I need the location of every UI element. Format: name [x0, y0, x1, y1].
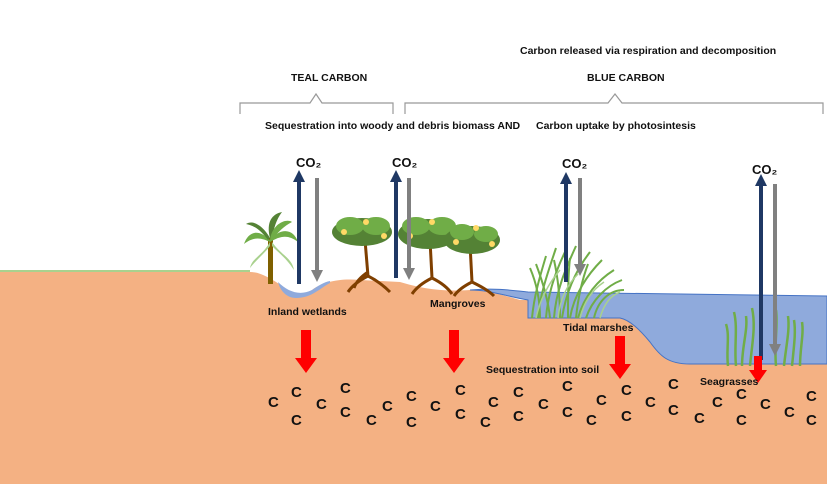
sequestration-arrow — [295, 330, 317, 373]
tidal-marshes-label: Tidal marshes — [563, 322, 634, 334]
carbon-symbol: C — [668, 376, 679, 393]
carbon-symbol: C — [694, 410, 705, 427]
carbon-symbol: C — [736, 386, 747, 403]
uptake-arrow — [755, 174, 767, 360]
inland-pond — [278, 281, 330, 298]
carbon-symbol: C — [586, 412, 597, 429]
co2-label: CO₂ — [752, 162, 778, 177]
mangrove-tree-icon — [332, 217, 392, 294]
carbon-symbol: C — [366, 412, 377, 429]
carbon-symbol: C — [645, 394, 656, 411]
carbon-symbol: C — [291, 412, 302, 429]
carbon-symbol: C — [340, 380, 351, 397]
release-arrow — [574, 178, 586, 276]
carbon-symbol: C — [668, 402, 679, 419]
blue-carbon-label: BLUE CARBON — [587, 72, 665, 84]
carbon-symbol: C — [406, 414, 417, 431]
inland-wetlands-label: Inland wetlands — [268, 306, 347, 318]
mangroves-label: Mangroves — [430, 298, 486, 310]
release-arrow — [311, 178, 323, 282]
carbon-symbol: C — [455, 382, 466, 399]
mangrove-tree-icon — [398, 217, 458, 295]
carbon-symbol: C — [621, 408, 632, 425]
teal-carbon-brace — [239, 92, 394, 114]
sequestration-arrow — [443, 330, 465, 373]
carbon-symbol: C — [806, 412, 817, 429]
carbon-symbol: C — [513, 384, 524, 401]
carbon-symbol: C — [806, 388, 817, 405]
carbon-symbol: C — [291, 384, 302, 401]
sequestration-arrow — [609, 336, 631, 379]
marsh-grass-icon — [535, 269, 621, 319]
sequestration-soil-label: Sequestration into soil — [486, 364, 600, 376]
carbon-symbol: C — [562, 378, 573, 395]
carbon-symbol: C — [340, 404, 351, 421]
soil-layer — [0, 272, 827, 484]
carbon-symbol: C — [784, 404, 795, 421]
uptake-arrow — [293, 170, 305, 284]
carbon-symbol: C — [406, 388, 417, 405]
uptake-arrow — [560, 172, 572, 282]
release-arrow — [403, 178, 415, 280]
carbon-symbol: C — [621, 382, 632, 399]
carbon-symbol: C — [538, 396, 549, 413]
carbon-symbol: C — [430, 398, 441, 415]
uptake-label: Carbon uptake by photosintesis — [536, 120, 696, 132]
sequestration-biomass-label: Sequestration into woody and debris biom… — [265, 120, 521, 132]
carbon-symbol: C — [480, 414, 491, 431]
uptake-arrow — [390, 170, 402, 278]
carbon-symbol: C — [513, 408, 524, 425]
palm-tree-icon — [244, 212, 298, 284]
carbon-symbol: C — [562, 404, 573, 421]
co2-label: CO₂ — [562, 156, 588, 171]
carbon-symbol: C — [268, 394, 279, 411]
carbon-symbol: C — [488, 394, 499, 411]
carbon-symbol: C — [316, 396, 327, 413]
co2-label: CO₂ — [296, 155, 322, 170]
carbon-symbol: C — [712, 394, 723, 411]
release-arrow — [769, 184, 781, 356]
carbon-symbol: C — [760, 396, 771, 413]
carbon-symbol: C — [382, 398, 393, 415]
sequestration-arrow — [749, 356, 767, 383]
carbon-symbol: C — [596, 392, 607, 409]
teal-carbon-label: TEAL CARBON — [291, 72, 368, 84]
released-label: Carbon released via respiration and deco… — [520, 45, 777, 57]
carbon-symbol: C — [455, 406, 466, 423]
co2-label: CO₂ — [392, 155, 418, 170]
carbon-symbol: C — [736, 412, 747, 429]
blue-carbon-brace — [404, 93, 824, 114]
seagrasses-label: Seagrasses — [700, 376, 759, 388]
mangrove-tree-icon — [444, 224, 500, 298]
